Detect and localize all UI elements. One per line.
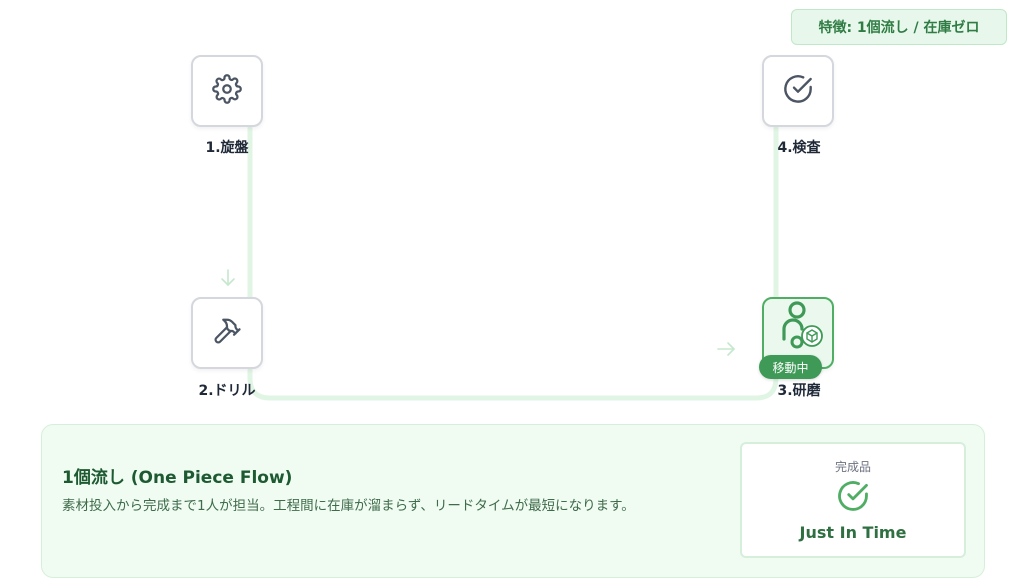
finished-product-card: 完成品 Just In Time	[740, 442, 966, 558]
worker-with-part-icon	[768, 301, 828, 365]
panel-description: 素材投入から完成まで1人が担当。工程間に在庫が溜まらず、リードタイムが最短になり…	[62, 498, 635, 514]
panel-title: 1個流し (One Piece Flow)	[62, 468, 293, 488]
station-label-drill: 2.ドリル	[198, 383, 256, 399]
station-drill[interactable]	[191, 297, 263, 369]
station-lathe[interactable]	[191, 55, 263, 127]
feature-badge: 特徴: 1個流し / 在庫ゼロ	[791, 9, 1007, 45]
check-circle-icon	[782, 73, 814, 109]
station-label-inspection: 4.検査	[777, 140, 821, 156]
station-inspection[interactable]	[762, 55, 834, 127]
down-arrow-icon	[221, 269, 235, 287]
station-label-lathe: 1.旋盤	[205, 140, 249, 156]
gear-icon	[212, 74, 242, 108]
station-label-polish: 3.研磨	[777, 383, 821, 399]
info-panel: 1個流し (One Piece Flow) 素材投入から完成まで1人が担当。工程…	[41, 424, 985, 578]
result-title: Just In Time	[799, 523, 907, 542]
right-arrow-icon	[717, 342, 736, 356]
hammer-icon	[212, 316, 242, 350]
check-circle-icon	[836, 479, 870, 517]
finished-product-label: 完成品	[834, 460, 871, 474]
moving-badge: 移動中	[759, 355, 822, 379]
